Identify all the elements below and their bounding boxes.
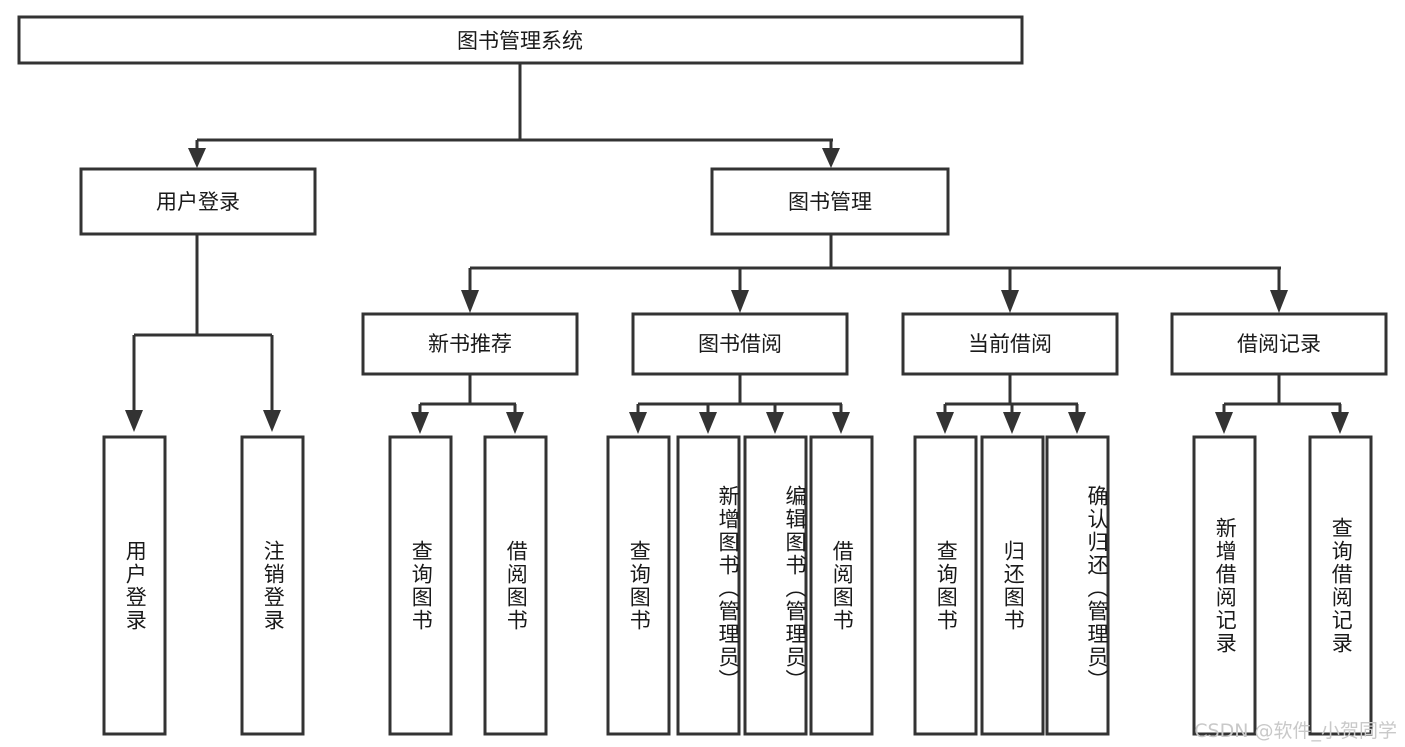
arrow-currentborrow-l2 bbox=[1003, 412, 1021, 434]
node-group: 图书管理系统 用户登录 图书管理 新书推荐 图书借阅 当前借阅 借阅记录 bbox=[17, 15, 1388, 736]
node-new-book-recommend-box[interactable] bbox=[361, 312, 579, 376]
leaf-book-borrow-1-box[interactable] bbox=[606, 435, 671, 736]
leaf-user-login-2-box[interactable] bbox=[240, 435, 305, 736]
arrow-currentborrow-l1 bbox=[936, 412, 954, 434]
leaf-user-login-1-box[interactable] bbox=[102, 435, 167, 736]
node-book-management-box[interactable] bbox=[710, 167, 950, 236]
leaf-borrow-records-2-box[interactable] bbox=[1308, 435, 1373, 736]
node-user-login-box[interactable] bbox=[79, 167, 317, 236]
arrow-userlogin-l2 bbox=[263, 410, 281, 432]
node-book-management-label: 图书管理 bbox=[788, 190, 872, 214]
leaf-book-borrow-3-box[interactable] bbox=[743, 435, 808, 736]
arrow-newbook-l2 bbox=[506, 412, 524, 434]
arrow-root-to-bookmgmt bbox=[822, 148, 840, 168]
leaf-current-borrow-2-box[interactable] bbox=[980, 435, 1045, 736]
arrow-bookmgmt-c2 bbox=[731, 290, 749, 313]
arrow-bookmgmt-c3 bbox=[1001, 290, 1019, 313]
node-current-borrow-label: 当前借阅 bbox=[968, 332, 1052, 356]
node-new-book-recommend-label: 新书推荐 bbox=[428, 332, 512, 356]
leaf-current-borrow-3-box[interactable] bbox=[1045, 435, 1110, 736]
arrow-currentborrow-l3 bbox=[1068, 412, 1086, 434]
leaf-book-borrow-4-box[interactable] bbox=[809, 435, 874, 736]
node-current-borrow-box[interactable] bbox=[901, 312, 1119, 376]
arrow-bookmgmt-c1 bbox=[461, 290, 479, 313]
arrow-userlogin-l1 bbox=[125, 410, 143, 432]
leaf-borrow-records-1-box[interactable] bbox=[1192, 435, 1257, 736]
node-root-label: 图书管理系统 bbox=[457, 29, 583, 53]
arrow-root-to-userlogin bbox=[188, 148, 206, 168]
node-root-box[interactable] bbox=[17, 15, 1024, 65]
node-borrow-records-label: 借阅记录 bbox=[1237, 332, 1321, 356]
leaf-current-borrow-1-box[interactable] bbox=[913, 435, 978, 736]
arrow-bookborrow-l2 bbox=[699, 412, 717, 434]
arrow-bookborrow-l1 bbox=[629, 412, 647, 434]
arrow-records-l1 bbox=[1215, 412, 1233, 434]
arrow-bookmgmt-c4 bbox=[1270, 290, 1288, 313]
arrow-records-l2 bbox=[1331, 412, 1349, 434]
leaf-new-book-1-box[interactable] bbox=[388, 435, 453, 736]
leaf-new-book-2-box[interactable] bbox=[483, 435, 548, 736]
node-book-borrow-label: 图书借阅 bbox=[698, 332, 782, 356]
leaf-book-borrow-2-box[interactable] bbox=[676, 435, 741, 736]
arrow-bookborrow-l4 bbox=[832, 412, 850, 434]
node-book-borrow-box[interactable] bbox=[631, 312, 849, 376]
node-user-login-label: 用户登录 bbox=[156, 190, 240, 214]
node-borrow-records-box[interactable] bbox=[1170, 312, 1388, 376]
arrow-bookborrow-l3 bbox=[766, 412, 784, 434]
edge-group bbox=[125, 63, 1349, 434]
arrow-newbook-l1 bbox=[411, 412, 429, 434]
csdn-watermark: CSDN @软件_小贺同学 bbox=[1194, 720, 1397, 742]
